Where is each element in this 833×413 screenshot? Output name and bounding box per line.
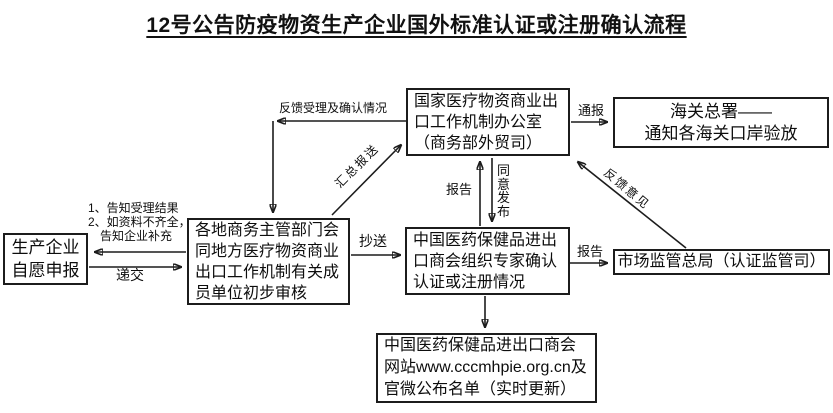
node-customs: 海关总署—— 通知各海关口岸验放 (613, 97, 829, 148)
label-submit: 递交 (116, 267, 144, 283)
label-notify-result: 1、告知受理结果 2、如资料不齐全， 告知企业补充 (88, 201, 191, 243)
label-report-to-office: 报告 (446, 182, 473, 197)
arrow-feedback-opinion (578, 162, 687, 249)
node-chamber-website: 中国医药保健品进出口商会 网站www.cccmhpie.org.cn及 官微公布… (376, 333, 597, 403)
label-agree-publish: 同意发布 (497, 163, 511, 219)
label-summary-report: 汇总报送 (332, 141, 382, 191)
page-title: 12号公告防疫物资生产企业国外标准认证或注册确认流程 (146, 14, 687, 37)
label-feedback-status: 反馈受理及确认情况 (279, 101, 388, 115)
node-chamber-confirm: 中国医药保健品进出 口商会组织专家确认 认证或注册情况 (405, 227, 570, 295)
label-cc: 抄送 (359, 233, 387, 249)
node-national-office: 国家医疗物资商业出 口工作机制办公室 （商务部外贸司） (406, 88, 570, 156)
node-producer: 生产企业 自愿申报 (3, 233, 88, 285)
label-notify-customs: 通报 (578, 103, 605, 118)
label-report-to-regulator: 报告 (577, 244, 604, 259)
node-market-regulator: 市场监管总局（认证监管司） (613, 249, 830, 275)
node-local-review: 各地商务主管部门会 同地方医疗物资商业 出口工作机制有关成 员单位初步审核 (187, 218, 350, 305)
label-feedback-opinion: 反馈意见 (601, 165, 653, 213)
